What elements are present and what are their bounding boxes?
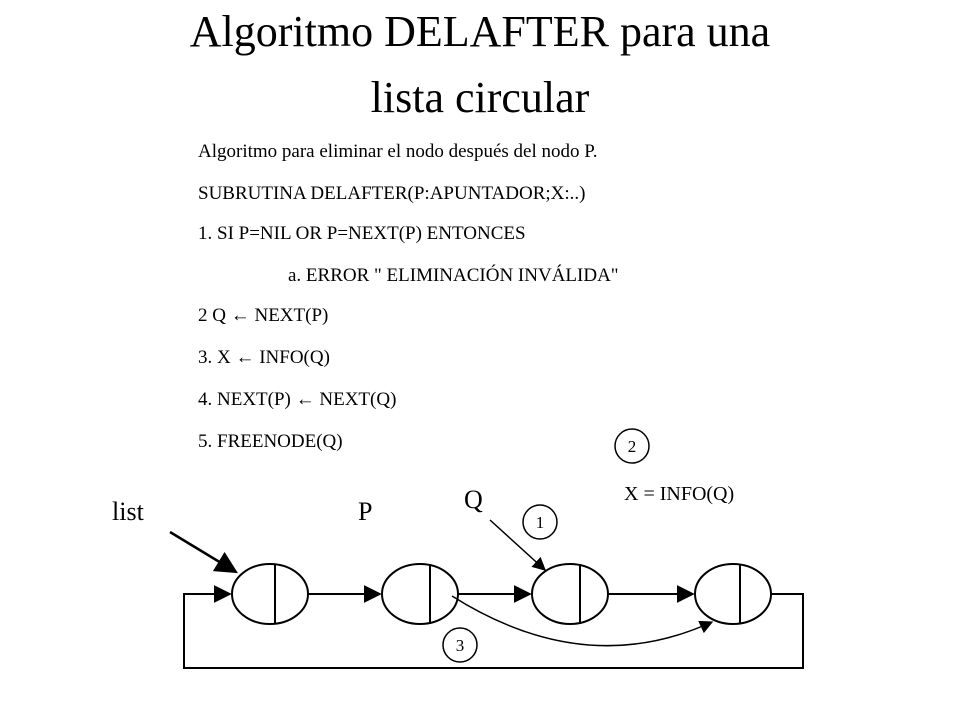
list-pointer-arrow (169, 530, 238, 574)
step-2-assign-q: 2 Q ← NEXT(P) (198, 305, 329, 326)
bypass-arc-arrow (451, 595, 714, 647)
list-node-4 (694, 563, 772, 625)
step-1-condition: 1. SI P=NIL OR P=NEXT(P) ENTONCES (198, 223, 526, 244)
step-marker-1-number: 1 (536, 513, 545, 532)
q-pointer-arrow (489, 519, 546, 571)
label-list: list (112, 497, 145, 526)
list-node-2 (381, 563, 459, 625)
label-x-info: X = INFO(Q) (624, 483, 734, 505)
step-marker-3: 3 (442, 627, 478, 663)
list-node-1 (231, 563, 309, 625)
step-marker-2-number: 2 (628, 437, 637, 456)
step-marker-3-number: 3 (456, 636, 465, 655)
subroutine-signature: SUBRUTINA DELAFTER(P:APUNTADOR;X:..) (198, 183, 586, 204)
step-1a-error: a. ERROR " ELIMINACIÓN INVÁLIDA" (288, 265, 619, 286)
label-q: Q (464, 485, 483, 514)
step-marker-2: 2 (614, 428, 650, 464)
list-node-3 (531, 563, 609, 625)
slide-title-line-1: Algoritmo DELAFTER para una (189, 7, 771, 56)
step-5-freenode: 5. FREENODE(Q) (198, 431, 343, 452)
step-3-assign-x: 3. X ← INFO(Q) (198, 347, 330, 368)
step-4-relink: 4. NEXT(P) ← NEXT(Q) (198, 389, 397, 410)
step-marker-1: 1 (522, 504, 558, 540)
label-p: P (358, 497, 372, 526)
algorithm-description: Algoritmo para eliminar el nodo después … (198, 141, 598, 162)
circular-return-link (183, 585, 804, 669)
slide-title-line-2: lista circular (370, 73, 590, 122)
